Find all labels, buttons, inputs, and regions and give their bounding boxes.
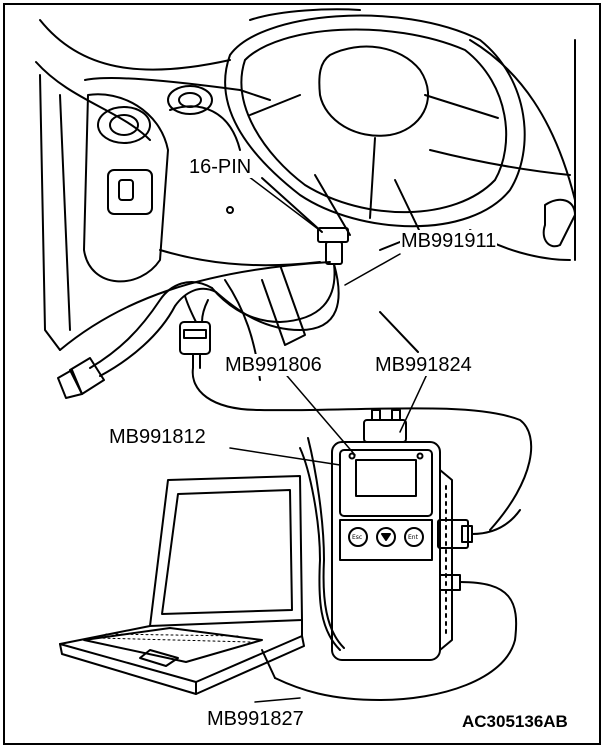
label-mb991827: MB991827 [206, 708, 305, 730]
ignition-switch [107, 169, 234, 215]
steering-wheel [224, 8, 526, 236]
label-mb991824: MB991824 [374, 354, 473, 376]
label-16-pin: 16-PIN [188, 156, 253, 178]
mb991911-cable [211, 177, 416, 331]
laptop [59, 475, 305, 695]
dash-vents [97, 85, 213, 144]
mb991806-harness [57, 281, 533, 531]
ent-button-label: Ent [408, 534, 419, 541]
figure-code: AC305136AB [462, 712, 568, 731]
label-mb991911: MB991911 [400, 230, 498, 252]
label-mb991806: MB991806 [224, 354, 323, 376]
leader-lines [229, 175, 429, 703]
esc-button-label: Esc [352, 534, 362, 541]
figure-frame [3, 3, 601, 745]
scan-tool [274, 409, 521, 701]
label-mb991812: MB991812 [108, 426, 207, 448]
